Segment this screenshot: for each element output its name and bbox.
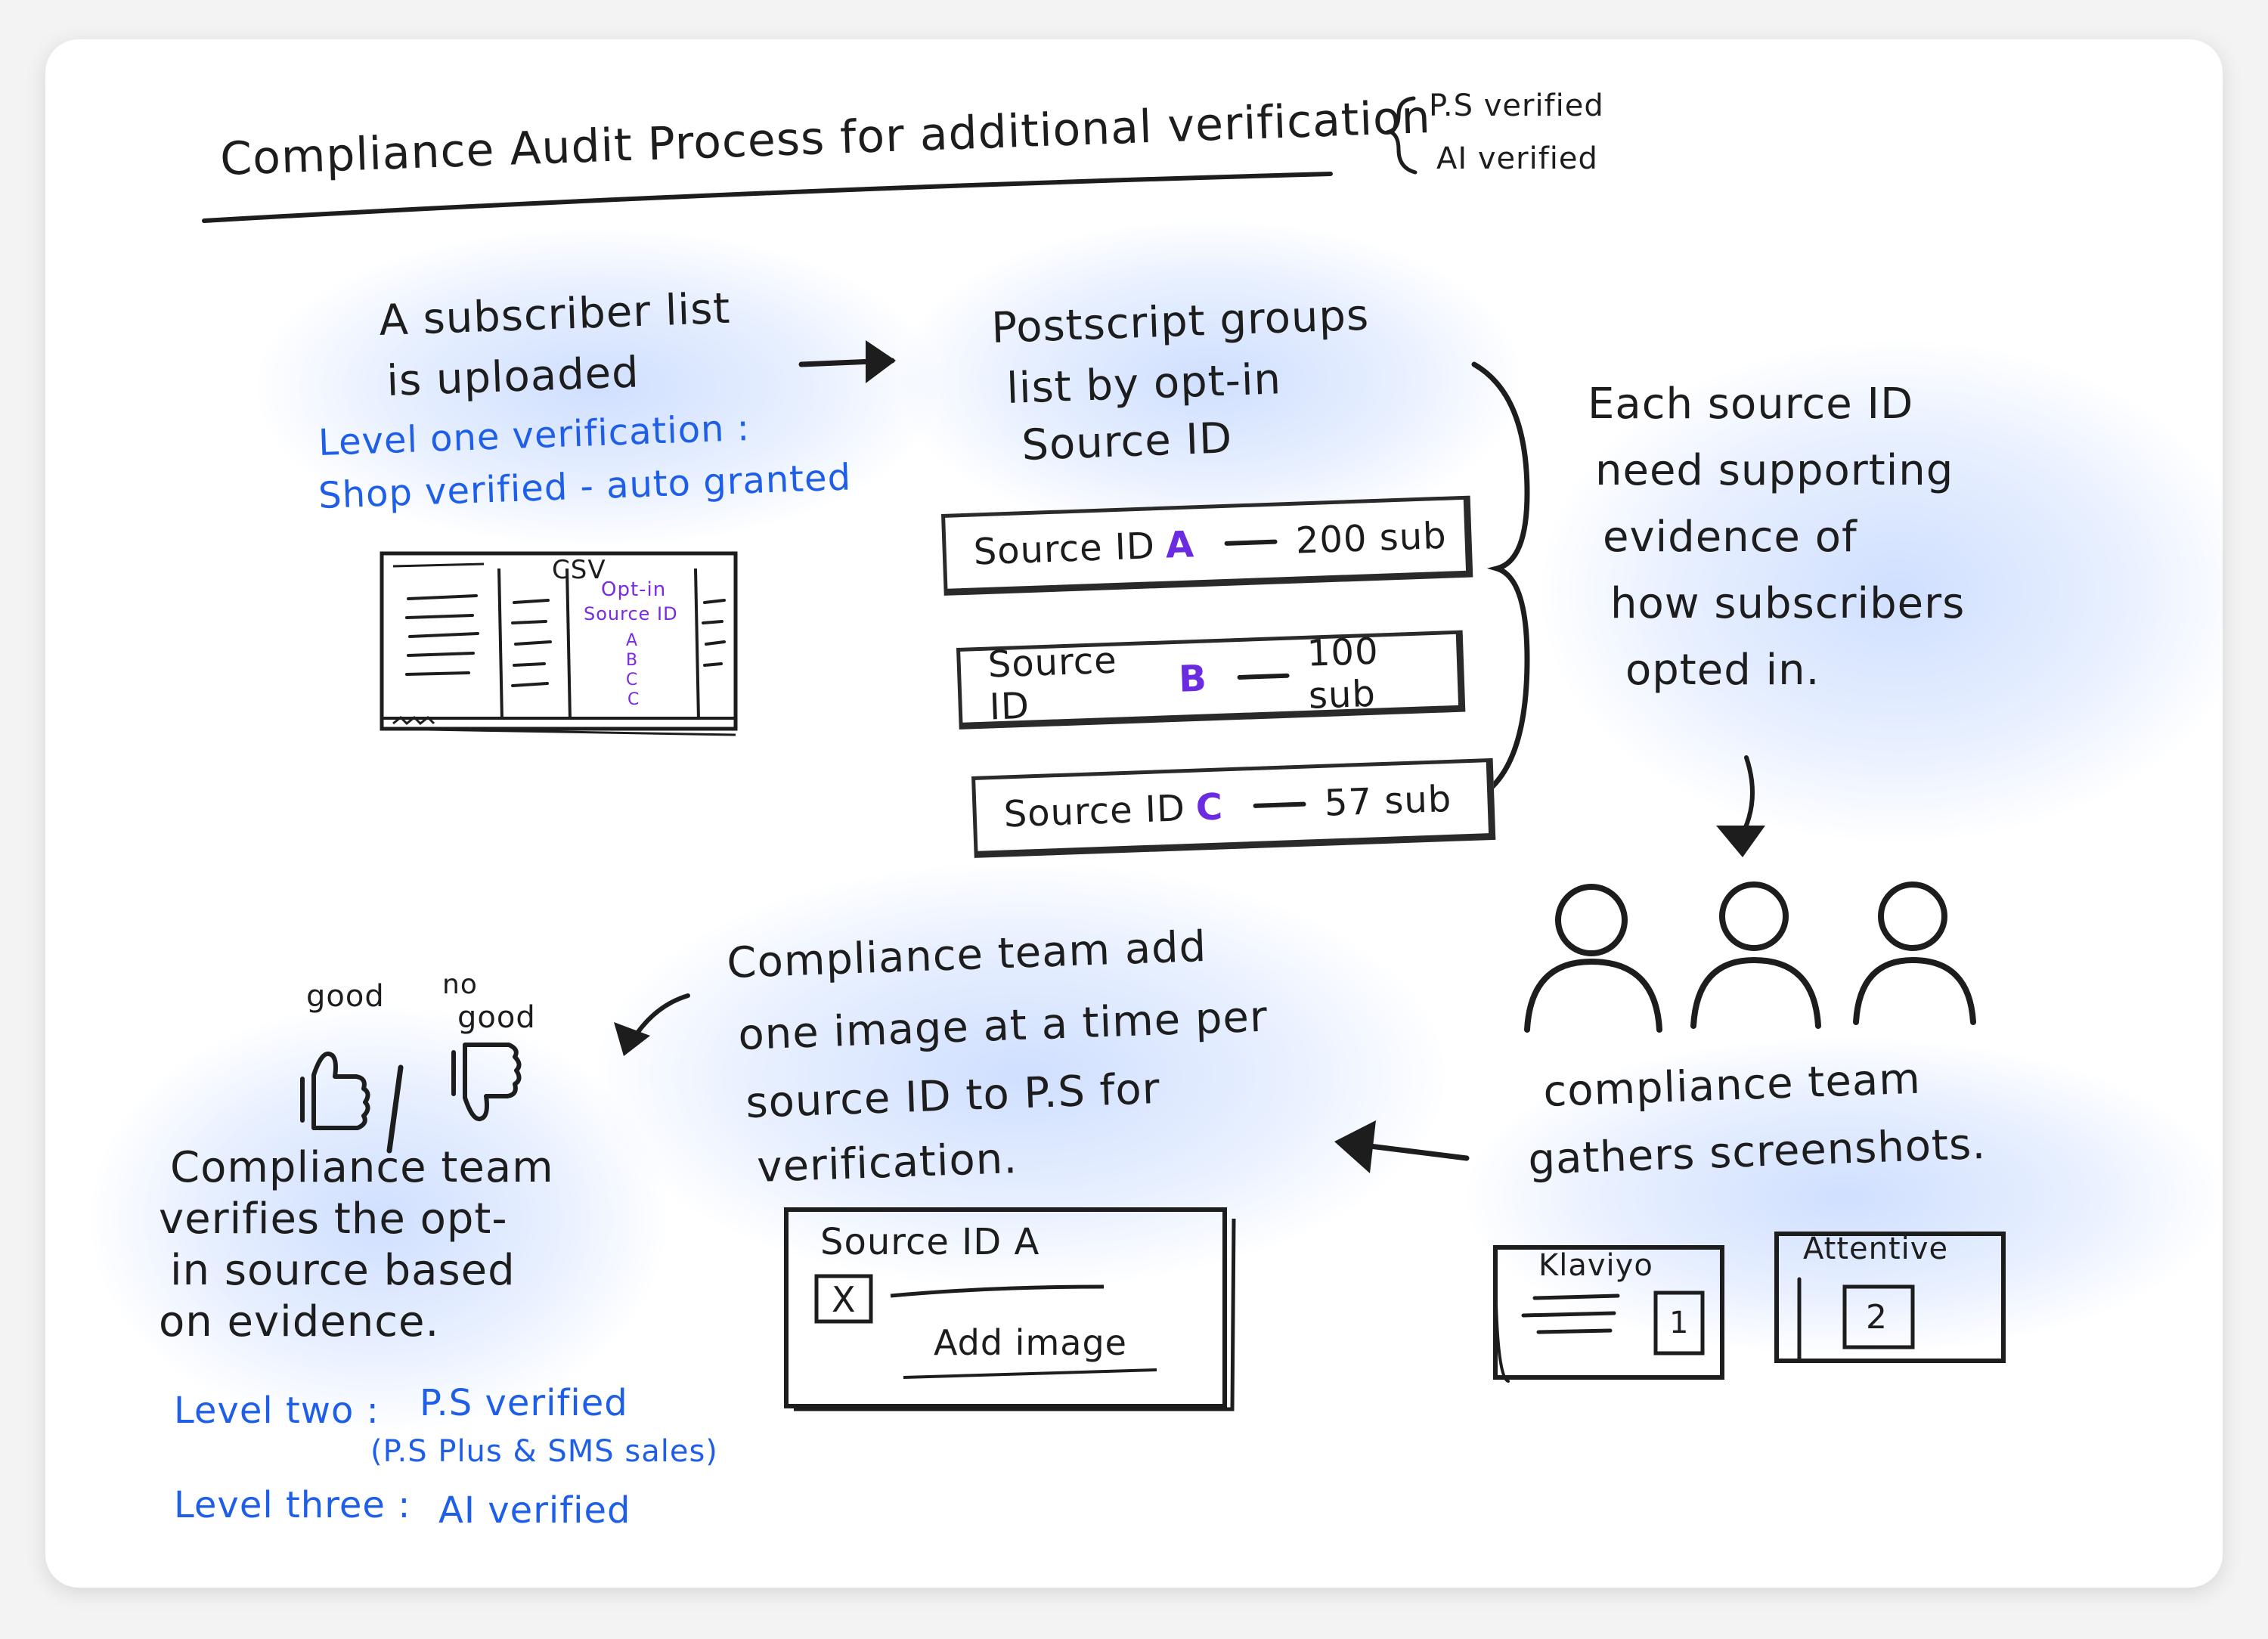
evidence-note-line-5: opted in. <box>1625 638 1820 704</box>
csv-column-optin: Opt-in <box>601 578 666 603</box>
verify-step-line-4: on evidence. <box>159 1290 439 1356</box>
evidence-note-line-3: evidence of <box>1603 505 1857 571</box>
source-dash <box>1238 674 1290 680</box>
source-count: 100 sub <box>1306 627 1458 717</box>
source-prefix: Source ID <box>1003 787 1186 835</box>
level-two-note: (P.S Plus & SMS sales) <box>370 1432 718 1471</box>
csv-letter: B <box>626 650 638 672</box>
source-prefix: Source ID <box>987 637 1170 728</box>
source-dash <box>1253 802 1306 808</box>
good-label: good <box>306 977 385 1016</box>
level-two-label: Level two : <box>174 1385 380 1438</box>
csv-letter: A <box>626 631 638 652</box>
level-three-value: AI verified <box>438 1485 631 1538</box>
screenshot-card-number: 2 <box>1866 1296 1888 1339</box>
source-letter: C <box>1195 785 1224 829</box>
csv-column-sourceid: Source ID <box>584 603 678 626</box>
thumb-icons <box>302 1045 519 1151</box>
close-icon[interactable]: X <box>832 1278 857 1323</box>
verification-type-ps: P.S verified <box>1429 86 1604 125</box>
people-icons <box>1527 885 1973 1030</box>
add-image-card-title: Source ID A <box>820 1219 1040 1266</box>
screenshot-card-number: 1 <box>1669 1303 1689 1343</box>
no-good-label-2: good <box>457 998 536 1037</box>
gather-step-line-1: compliance team <box>1542 1047 1922 1126</box>
csv-label: CSV <box>552 553 606 587</box>
source-letter: A <box>1165 523 1195 566</box>
source-letter: B <box>1178 657 1208 700</box>
screenshot-card-klaviyo: Klaviyo <box>1538 1246 1653 1285</box>
csv-letter: C <box>627 689 640 711</box>
csv-letter: C <box>626 670 638 692</box>
source-count: 57 sub <box>1324 778 1452 825</box>
add-image-button[interactable]: Add image <box>934 1321 1127 1366</box>
source-prefix: Source ID <box>973 525 1156 573</box>
source-count: 200 sub <box>1295 515 1448 562</box>
evidence-note-line-1: Each source ID <box>1588 372 1913 438</box>
evidence-note-line-4: how subscribers <box>1610 572 1965 637</box>
level-three-label: Level three : <box>174 1479 411 1532</box>
evidence-note-line-2: need supporting <box>1595 438 1954 504</box>
grouping-step-line-3: Source ID <box>1021 406 1234 479</box>
verification-type-ai: AI verified <box>1436 139 1598 178</box>
whiteboard: Compliance Audit Process for additional … <box>45 39 2223 1588</box>
level-two-value: P.S verified <box>420 1377 628 1430</box>
upload-step-line-2: is uploaded <box>386 340 640 414</box>
source-dash <box>1225 539 1278 545</box>
screenshot-card-attentive: Attentive <box>1803 1229 1948 1269</box>
add-image-step-line-4: verification. <box>756 1126 1018 1201</box>
